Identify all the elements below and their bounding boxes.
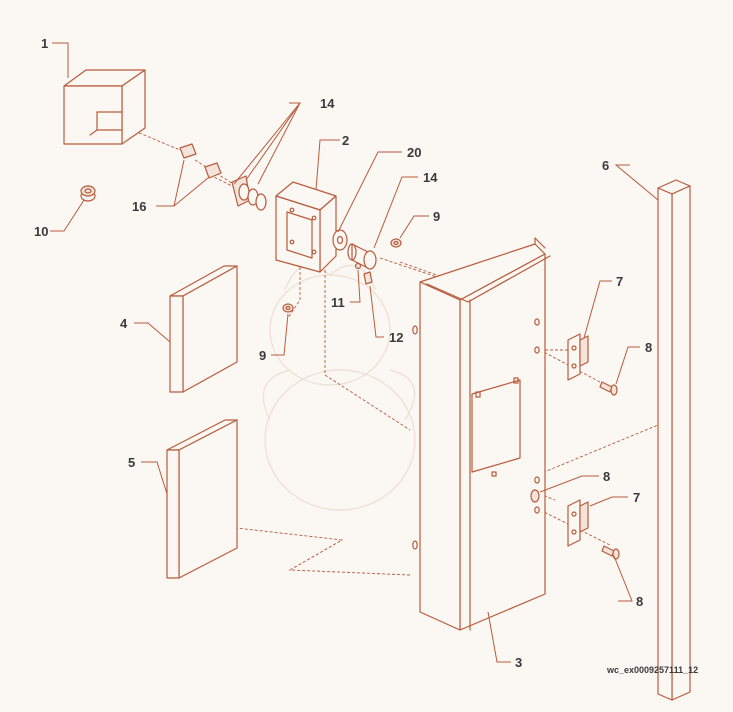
callout-9-upper: 9 bbox=[433, 209, 440, 224]
part-16-clips bbox=[179, 143, 222, 179]
part-10-nut bbox=[80, 185, 96, 202]
part-4-panel bbox=[169, 265, 238, 393]
part-8-screws bbox=[530, 381, 620, 560]
callout-3: 1 bbox=[41, 36, 48, 51]
part-14-bushing-set bbox=[231, 175, 267, 211]
callout-8-upper: 8 bbox=[645, 340, 652, 355]
watermark-dragon bbox=[262, 264, 416, 511]
part-14-plug bbox=[347, 243, 377, 270]
part-6-bar bbox=[657, 179, 691, 701]
callout-labels: 1 14 2 20 14 16 10 9 11 12 4 9 5 6 7 8 8… bbox=[34, 36, 698, 675]
callout-6: 6 bbox=[602, 158, 609, 173]
callout-16: 16 bbox=[132, 199, 146, 214]
callout-11: 11 bbox=[331, 295, 345, 310]
callout-20: 20 bbox=[407, 145, 421, 160]
callout-2: 2 bbox=[342, 133, 349, 148]
callout-1: 3 bbox=[515, 655, 522, 670]
callout-7-lower: 7 bbox=[633, 490, 640, 505]
part-7-hinges bbox=[567, 333, 589, 547]
part-20-washer bbox=[332, 229, 348, 251]
callout-7-upper: 7 bbox=[616, 274, 623, 289]
leader-lines bbox=[50, 42, 659, 663]
callout-5: 5 bbox=[128, 455, 135, 470]
part-5-panel bbox=[166, 419, 238, 579]
callout-8-middle: 8 bbox=[603, 469, 610, 484]
callout-14-lower: 14 bbox=[423, 170, 438, 185]
drawing-code: wc_ex0009257111_12 bbox=[606, 665, 698, 675]
part-1-column bbox=[412, 237, 551, 631]
part-2-junction-box bbox=[275, 181, 337, 273]
assembly-lines bbox=[124, 126, 676, 576]
callout-14-upper: 14 bbox=[320, 96, 335, 111]
part-11-12-fasteners bbox=[354, 262, 373, 285]
callout-9-lower: 9 bbox=[259, 348, 266, 363]
part-9-nuts bbox=[282, 238, 402, 313]
callout-12: 12 bbox=[389, 330, 403, 345]
callout-4: 4 bbox=[120, 316, 128, 331]
callout-8-lower: 8 bbox=[636, 594, 643, 609]
callout-10: 10 bbox=[34, 224, 48, 239]
part-3-cube bbox=[63, 69, 146, 145]
